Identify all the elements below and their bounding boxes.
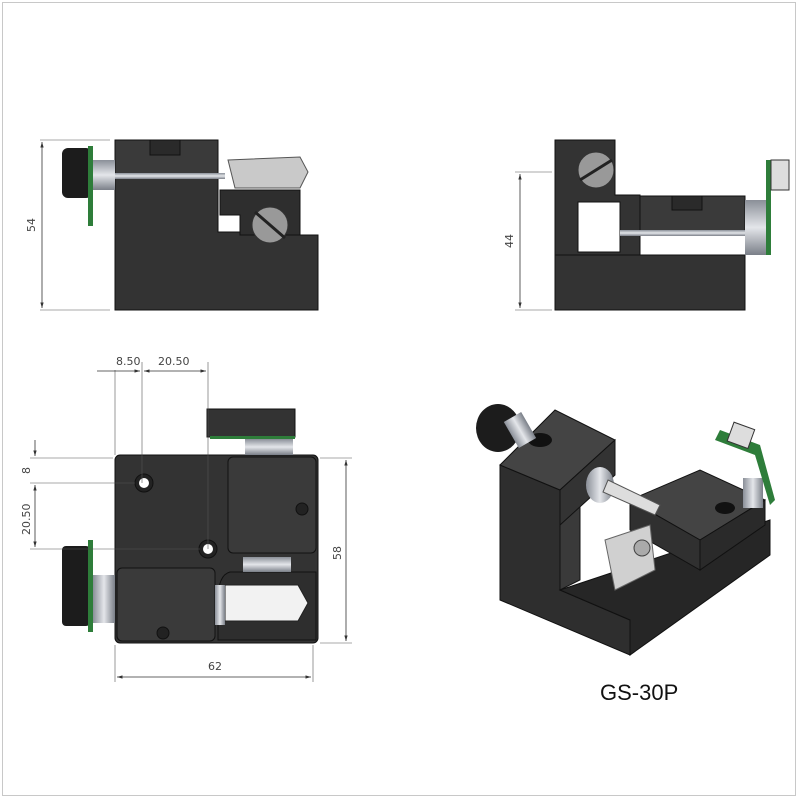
- dim-hole-y1: 8: [20, 467, 33, 474]
- top-view: 8.50 20.50 8 20.50 58 62: [20, 355, 352, 682]
- dim-side-height: 44: [503, 234, 516, 248]
- model-label: GS-30P: [600, 680, 679, 705]
- dim-depth: 58: [331, 546, 344, 560]
- dim-hole-y2: 20.50: [20, 504, 33, 536]
- dim-width: 62: [208, 660, 222, 673]
- front-view: 54: [25, 139, 319, 311]
- dim-hole-x1: 8.50: [116, 355, 141, 368]
- knob-icon: [62, 148, 92, 198]
- side-view: 44: [503, 139, 790, 311]
- dim-front-height: 54: [25, 218, 38, 232]
- dim-hole-x2: 20.50: [158, 355, 190, 368]
- isometric-view: [476, 404, 775, 656]
